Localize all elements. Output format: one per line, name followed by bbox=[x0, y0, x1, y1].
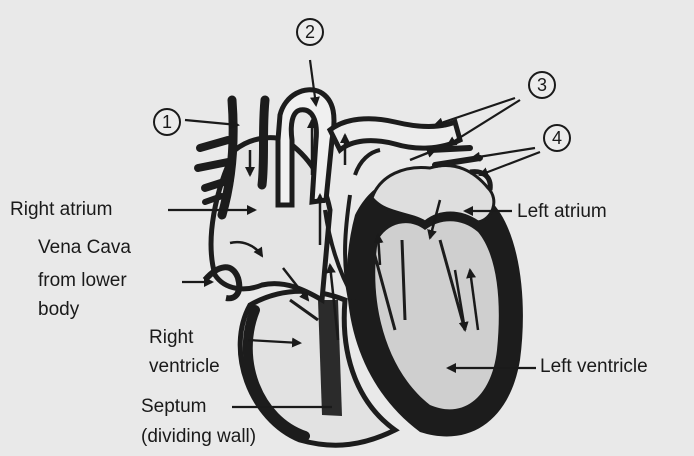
label-septum-line2: (dividing wall) bbox=[141, 426, 256, 448]
label-vena-cava-line2: from lower bbox=[38, 270, 127, 292]
label-vena-cava-line1: Vena Cava bbox=[38, 237, 131, 259]
label-right-ventricle-line2: ventricle bbox=[149, 356, 220, 378]
marker-2: 2 bbox=[296, 18, 324, 46]
marker-4: 4 bbox=[543, 124, 571, 152]
marker-3: 3 bbox=[528, 71, 556, 99]
label-vena-cava-line3: body bbox=[38, 299, 79, 321]
label-right-ventricle-line1: Right bbox=[149, 327, 193, 349]
marker-3-leader-b bbox=[448, 100, 520, 145]
label-septum-line1: Septum bbox=[141, 396, 206, 418]
label-left-atrium: Left atrium bbox=[517, 201, 607, 223]
septum-wall bbox=[318, 300, 342, 416]
label-left-ventricle: Left ventricle bbox=[540, 356, 648, 378]
marker-1: 1 bbox=[153, 108, 181, 136]
label-right-atrium: Right atrium bbox=[10, 199, 112, 221]
